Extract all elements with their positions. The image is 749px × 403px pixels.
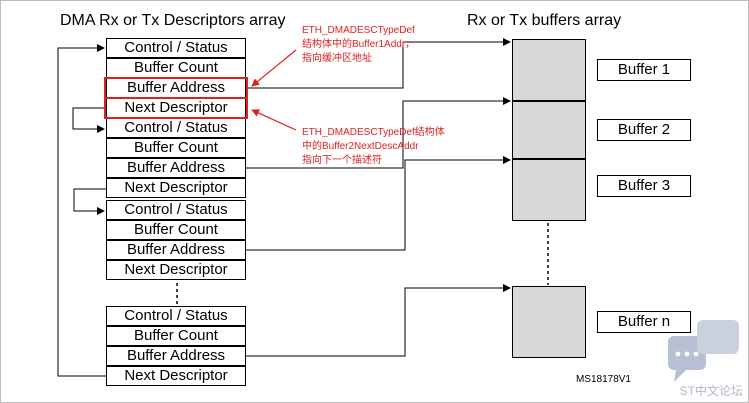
- descriptor-3-next-descriptor: Next Descriptor: [106, 260, 246, 280]
- descriptor-3-buffer-count: Buffer Count: [106, 220, 246, 240]
- highlight-next-descriptor: [104, 97, 248, 119]
- descriptor-2-buffer-address: Buffer Address: [106, 158, 246, 178]
- buffer-3-label: Buffer 3: [597, 175, 691, 197]
- buffer-3-block: [512, 159, 586, 221]
- buffer-n-label: Buffer n: [597, 311, 691, 333]
- chat-bubble-icon: [668, 320, 739, 382]
- annotation-1-line-1: ETH_DMADESCTypeDef: [302, 25, 415, 36]
- annotation-1: ETH_DMADESCTypeDef 结构体中的Buffer1Addr， 指向缓…: [302, 24, 415, 66]
- annotation-2-line-2: 中的Buffer2NextDescAddr: [302, 141, 419, 152]
- buffer-2-block: [512, 101, 586, 159]
- link-desc1-to-buffer1: [246, 38, 511, 89]
- buffer-1-block: [512, 39, 586, 101]
- annotation-2: ETH_DMADESCTypeDef结构体 中的Buffer2NextDescA…: [302, 126, 445, 168]
- annotation-1-arrow: [251, 49, 297, 87]
- descriptor-3-buffer-address: Buffer Address: [106, 240, 246, 260]
- descriptor-n-buffer-count: Buffer Count: [106, 326, 246, 346]
- descriptor-1-control-status: Control / Status: [106, 38, 246, 58]
- descriptor-2-next-descriptor: Next Descriptor: [106, 178, 246, 198]
- buffer-1-label: Buffer 1: [597, 59, 691, 81]
- descriptor-3-control-status: Control / Status: [106, 200, 246, 220]
- highlight-buffer-address: [104, 77, 248, 99]
- link-next-desc-2: [73, 188, 106, 215]
- link-descn-to-buffern: [246, 284, 511, 357]
- descriptor-n-buffer-address: Buffer Address: [106, 346, 246, 366]
- annotation-1-line-3: 指向缓冲区地址: [302, 53, 372, 64]
- descriptor-2-control-status: Control / Status: [106, 118, 246, 138]
- figure-code: MS18178V1: [575, 374, 631, 385]
- descriptor-1-buffer-address: Buffer Address: [106, 78, 246, 98]
- watermark-text: ST中文论坛: [679, 384, 743, 398]
- link-ring-back: [57, 44, 106, 377]
- buffers-array-title: Rx or Tx buffers array: [467, 12, 622, 29]
- annotation-1-line-2: 结构体中的Buffer1Addr，: [302, 39, 416, 50]
- annotation-2-line-3: 指向下一个描述符: [302, 155, 382, 166]
- descriptor-2-buffer-count: Buffer Count: [106, 138, 246, 158]
- annotation-2-arrow: [251, 109, 297, 131]
- buffer-n-block: [512, 286, 586, 358]
- descriptor-n-control-status: Control / Status: [106, 306, 246, 326]
- link-desc3-to-buffer3: [246, 156, 511, 251]
- buffer-2-label: Buffer 2: [597, 119, 691, 141]
- link-desc2-to-buffer2: [246, 97, 511, 169]
- annotation-2-line-1: ETH_DMADESCTypeDef结构体: [302, 127, 445, 138]
- link-next-desc-1: [72, 107, 106, 133]
- descriptors-array-title: DMA Rx or Tx Descriptors array: [60, 12, 286, 29]
- descriptor-n-next-descriptor: Next Descriptor: [106, 366, 246, 386]
